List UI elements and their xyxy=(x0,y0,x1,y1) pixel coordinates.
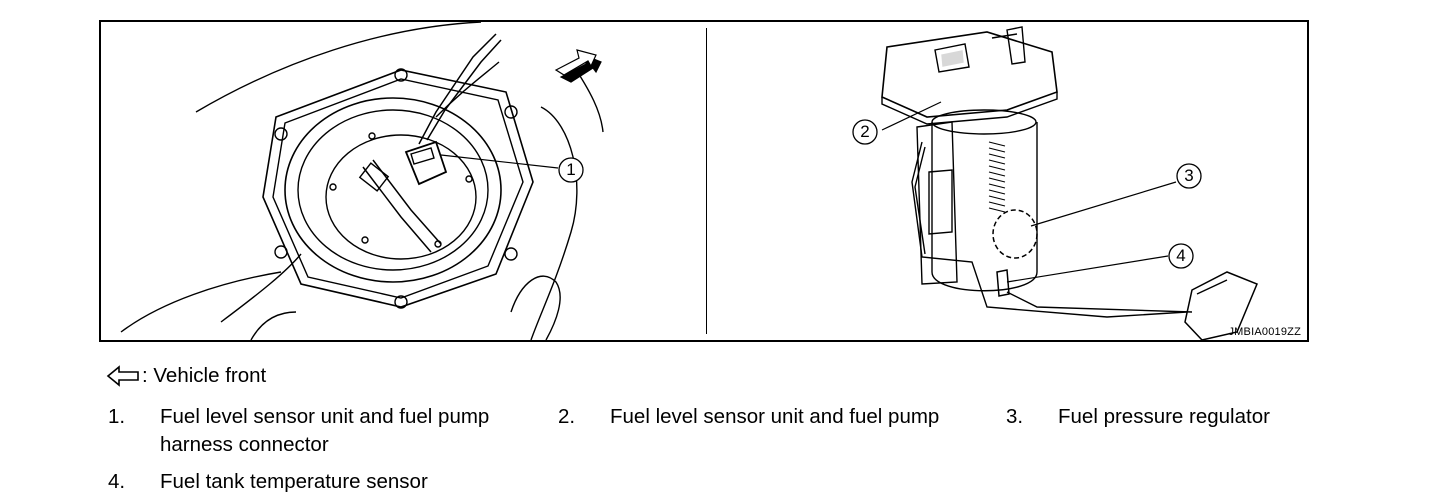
flange-plate xyxy=(262,69,534,308)
item-number: 3. xyxy=(1006,405,1024,428)
item-text-line2: harness connector xyxy=(160,433,329,456)
temperature-sensor xyxy=(996,269,1010,297)
diagram-frame: 1 xyxy=(99,20,1309,342)
callout-1-label: 1 xyxy=(566,160,576,179)
item-number: 4. xyxy=(108,470,126,493)
item-text: Fuel pressure regulator xyxy=(1058,405,1270,428)
item-text: Fuel level sensor unit and fuel pump xyxy=(160,405,490,428)
vehicle-front-legend: : Vehicle front xyxy=(106,362,266,390)
item-text: Fuel level sensor unit and fuel pump xyxy=(610,405,940,428)
callout-3-label: 3 xyxy=(1184,166,1194,185)
item-text: Fuel tank temperature sensor xyxy=(160,470,428,493)
callout-2 xyxy=(852,119,878,145)
item-number: 1. xyxy=(108,405,126,428)
pump-flange xyxy=(881,31,1058,118)
callout-1 xyxy=(558,157,584,183)
hollow-left-arrow-icon xyxy=(106,364,142,388)
left-panel-tank-view: 1 xyxy=(101,22,705,340)
vehicle-front-text: : Vehicle front xyxy=(142,364,267,387)
item-number: 2. xyxy=(558,405,576,428)
callout-4-label: 4 xyxy=(1176,246,1186,265)
level-float xyxy=(1184,271,1258,340)
figure-code: JMBIA0019ZZ xyxy=(1228,326,1301,338)
pressure-regulator xyxy=(992,209,1038,259)
callout-2-label: 2 xyxy=(860,122,870,141)
pump-body xyxy=(931,122,1038,292)
right-panel-pump-assembly: 2 3 4 xyxy=(707,22,1307,340)
callout-3 xyxy=(1176,163,1202,189)
fuel-tube xyxy=(362,159,442,253)
harness-connector xyxy=(404,140,448,186)
vehicle-front-arrow xyxy=(554,49,602,83)
panel-divider xyxy=(706,28,707,334)
legend: : Vehicle front xyxy=(106,362,266,390)
callout-4 xyxy=(1168,243,1194,269)
lock-ring xyxy=(284,97,502,283)
